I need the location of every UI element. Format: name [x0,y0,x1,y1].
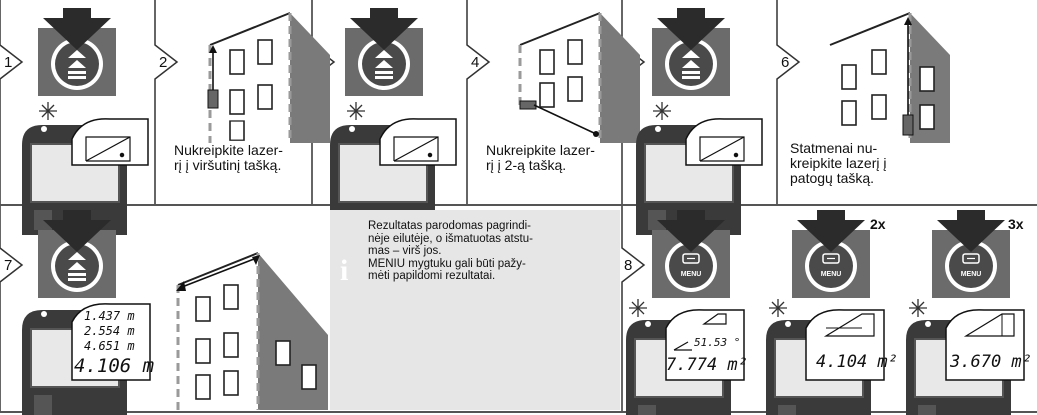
device-illustration [636,101,763,235]
display-main-value: 4.106 m [74,355,155,377]
step-number: 1 [4,54,13,71]
caption-line: Nukreipkite lazer- [486,142,595,158]
step-number: 2 [159,54,168,71]
measure-button-icon [38,210,116,298]
step-number: 7 [4,257,13,274]
display-main-value: 7.774 m² [666,355,748,375]
device-illustration [22,101,149,235]
caption-line: kreipkite lazerį į [790,155,887,171]
caption-line: rį į viršutinį tašką. [174,157,282,173]
menu-button-icon: MENU [652,210,730,298]
house-icon [176,252,328,410]
row-divider-bottom [0,411,1037,413]
display-value: 4.651 m [84,339,135,353]
house-icon [207,12,330,143]
caption-line: Statmenai nu- [790,140,878,156]
press-count: 3x [1008,216,1024,232]
device-illustration [906,298,1025,415]
device-illustration [330,101,457,235]
device-illustration [22,303,151,415]
svg-text:MENU: MENU [961,271,982,278]
svg-text:MENU: MENU [821,271,842,278]
info-icon: i [340,254,348,287]
row-divider [0,204,1037,206]
step-number: 8 [624,257,633,274]
menu-button-icon: MENU [792,210,870,298]
press-count: 2x [870,216,886,232]
step-caption: Nukreipkite lazer- rį į viršutinį tašką. [174,143,283,173]
display-value: 2.554 m [84,324,135,338]
info-line: nėje eilutėje, o išmatuotas atstu- [368,232,533,245]
display-angle: 51.53 ° [694,336,741,349]
info-line: mas – virš jos. [368,245,442,257]
caption-line: patogų tašką. [790,170,875,186]
menu-button-icon: MENU [932,210,1010,298]
svg-text:i: i [340,254,348,287]
step-number: 4 [471,54,480,71]
caption-line: rį į 2-ą tašką. [486,157,567,173]
step-caption: Statmenai nu- kreipkite lazerį į patogų … [790,141,886,186]
measure-button-icon [38,8,116,96]
display-main-value: 4.104 m² [816,352,898,372]
info-text: Rezultatas parodomas pagrindi- nėje eilu… [368,220,533,283]
house-icon [829,12,950,143]
house-icon [518,12,640,143]
display-main-value: 3.670 m² [950,352,1032,372]
info-line: MENIU mygtuku gali būti pažy- [368,257,526,270]
display-value: 1.437 m [84,309,135,323]
info-line: mėti papildomi rezultatai. [368,270,496,282]
svg-text:MENU: MENU [681,271,702,278]
device-illustration [626,298,745,415]
info-box [330,210,620,410]
measure-button-icon [345,8,423,96]
step-caption: Nukreipkite lazer- rį į 2-ą tašką. [486,143,595,173]
device-illustration [766,298,885,415]
info-line: Rezultatas parodomas pagrindi- [368,220,532,232]
caption-line: Nukreipkite lazer- [174,142,283,158]
measure-button-icon [652,8,730,96]
step-number: 6 [781,54,790,71]
